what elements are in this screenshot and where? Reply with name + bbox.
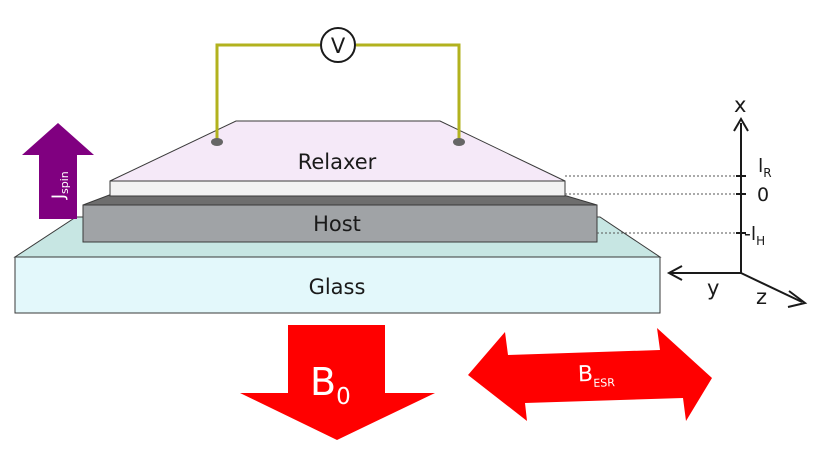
contact-left [211, 138, 223, 146]
z-axis-arrowhead [787, 290, 808, 308]
glass-slab [14, 256, 661, 314]
tick-label-zero: 0 [757, 184, 769, 206]
tick-label-relaxer: lR [758, 155, 772, 180]
glass-label: Glass [309, 275, 366, 299]
static-field-label: B0 [310, 360, 351, 410]
static-field-arrow [240, 325, 435, 440]
relaxer-slab [109, 180, 566, 197]
voltmeter-wire [215, 43, 320, 141]
z-axis-label: z [756, 285, 767, 309]
voltmeter-wire-right [356, 43, 461, 141]
z-axis-line [740, 272, 803, 303]
voltmeter-circle [320, 27, 356, 63]
x-axis-arrowhead [733, 117, 749, 132]
spin-current-arrow [22, 123, 94, 219]
spin-current-label: Jspin [49, 171, 71, 200]
x-axis-label: x [734, 93, 746, 117]
tick-label-host: -lH [744, 223, 765, 248]
esr-field-arrow [468, 328, 712, 421]
y-axis-label: y [707, 276, 719, 300]
host-slab [82, 204, 598, 243]
host-label: Host [313, 212, 361, 236]
esr-field-label: BESR [578, 361, 616, 390]
contact-right [453, 138, 465, 146]
relaxer-label: Relaxer [298, 150, 377, 174]
voltmeter-label: V [331, 34, 346, 58]
y-axis-arrowhead [666, 265, 683, 281]
